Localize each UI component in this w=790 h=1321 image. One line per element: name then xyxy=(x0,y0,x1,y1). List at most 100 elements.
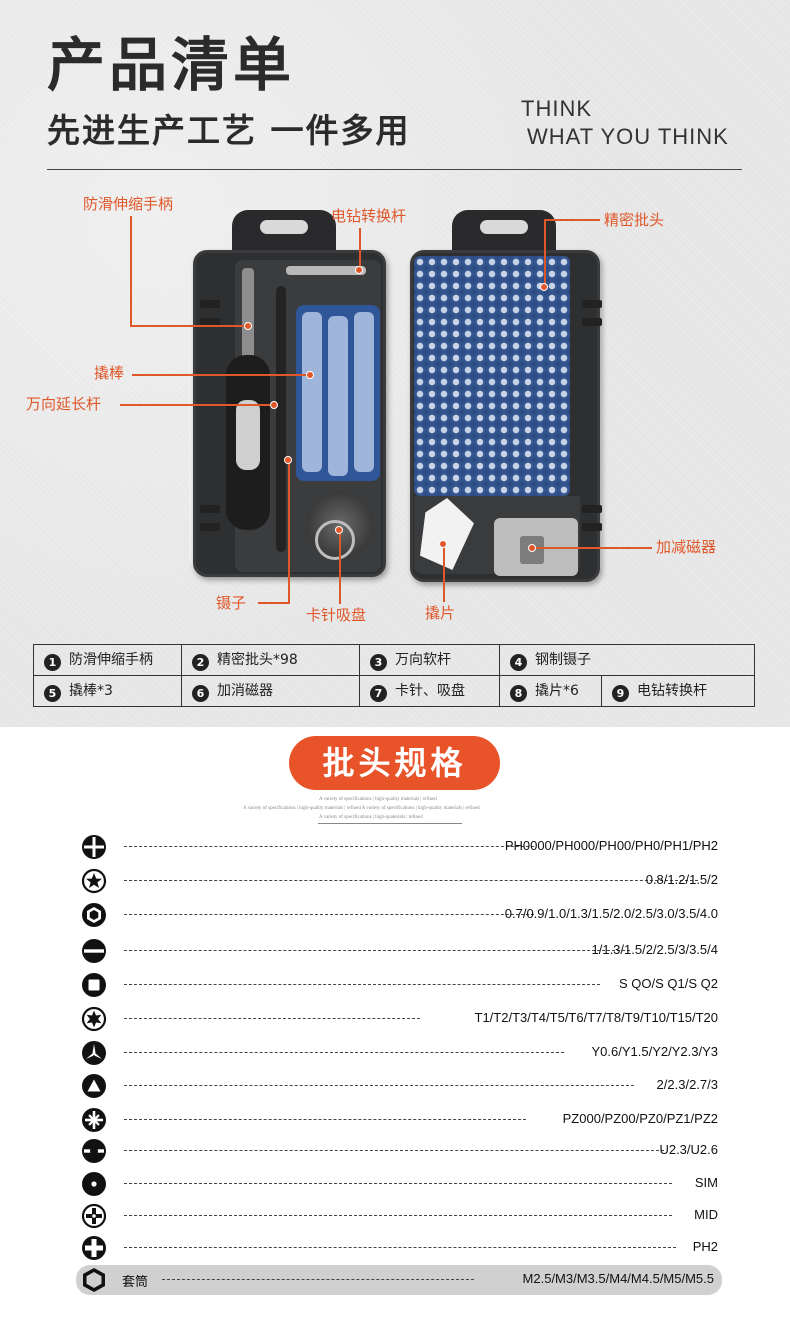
pentalobe-star-icon xyxy=(81,868,107,894)
triangle-icon xyxy=(82,1074,106,1098)
callout-handle: 防滑伸缩手柄 xyxy=(83,195,174,213)
leader-line xyxy=(124,846,534,847)
callout-dot xyxy=(306,371,314,379)
spec-row: Y0.6/Y1.5/Y2/Y2.3/Y3 xyxy=(78,1039,720,1067)
callout-drill-adapter: 电钻转换杆 xyxy=(331,207,407,225)
case-clip xyxy=(582,318,602,326)
leader-line xyxy=(124,1150,664,1151)
divider xyxy=(47,169,742,170)
spec-row: MID xyxy=(78,1202,720,1230)
spudger xyxy=(328,316,348,476)
spec-row: PH0000/PH000/PH00/PH0/PH1/PH2 xyxy=(78,833,720,861)
spec-row: 0.7/0.9/1.0/1.3/1.5/2.0/2.5/3.0/3.5/4.0 xyxy=(78,901,720,929)
callout-line xyxy=(359,228,361,270)
callout-demagnetizer: 加减磁器 xyxy=(656,538,717,556)
phillips-icon xyxy=(82,835,106,859)
number-badge: 9 xyxy=(612,685,629,702)
ph2-icon xyxy=(82,1236,106,1260)
part-label: 钢制镊子 xyxy=(535,652,591,668)
leader-line xyxy=(124,914,534,915)
number-badge: 4 xyxy=(510,654,527,671)
spec-row: 0.8/1.2/1.5/2 xyxy=(78,867,720,895)
spec-value: SIM xyxy=(694,1175,718,1190)
case-clip xyxy=(582,523,602,531)
callout-line xyxy=(130,216,132,326)
spec-value: 0.8/1.2/1.5/2 xyxy=(645,872,718,887)
slotted-icon xyxy=(82,939,106,963)
case-clip xyxy=(200,300,220,308)
callout-line xyxy=(544,219,546,285)
number-badge: 7 xyxy=(370,685,387,702)
bit-panel xyxy=(414,256,570,496)
table-cell: 3 万向软杆 xyxy=(359,644,500,676)
callout-dot xyxy=(270,401,278,409)
spec-value: 0.7/0.9/1.0/1.3/1.5/2.0/2.5/3.0/3.5/4.0 xyxy=(504,906,718,921)
drill-adapter xyxy=(286,266,366,275)
callout-line xyxy=(532,547,652,549)
leader-line xyxy=(124,950,630,951)
callout-sim-suction: 卡针吸盘 xyxy=(306,606,367,624)
case-clip xyxy=(200,318,220,326)
torx-icon xyxy=(81,1006,107,1032)
part-label: 加消磁器 xyxy=(217,683,273,699)
part-label: 防滑伸缩手柄 xyxy=(69,652,153,668)
leader-line xyxy=(124,1119,526,1120)
leader-line xyxy=(124,1018,420,1019)
spudger xyxy=(302,312,322,472)
number-badge: 2 xyxy=(192,654,209,671)
part-label: 电钻转换杆 xyxy=(637,683,707,699)
part-label: 撬片*6 xyxy=(535,683,579,699)
u-shape-icon xyxy=(82,1139,106,1163)
leader-line xyxy=(124,880,698,881)
callout-dot xyxy=(284,456,292,464)
number-badge: 6 xyxy=(192,685,209,702)
leader-line xyxy=(162,1279,474,1280)
leader-line xyxy=(124,1247,676,1248)
left-case-hanger xyxy=(232,210,336,252)
right-case-hanger xyxy=(452,210,556,252)
square-icon xyxy=(82,973,106,997)
callout-bits: 精密批头 xyxy=(604,211,665,229)
callout-dot xyxy=(244,322,252,330)
pozidriv-icon xyxy=(82,1108,106,1132)
leader-line xyxy=(124,1085,634,1086)
spec-value: U2.3/U2.6 xyxy=(659,1142,718,1157)
callout-dot xyxy=(528,544,536,552)
handle-grip xyxy=(236,400,260,470)
number-badge: 5 xyxy=(44,685,61,702)
spec-row: PH2 xyxy=(78,1234,720,1262)
mid-icon xyxy=(81,1203,107,1229)
fine-print: A variety of specifications | high-quali… xyxy=(319,797,437,802)
spec-value: PH2 xyxy=(692,1239,718,1254)
table-cell: 5 撬棒*3 xyxy=(33,675,182,707)
part-label: 万向软杆 xyxy=(395,652,451,668)
spec-value: T1/T2/T3/T4/T5/T6/T7/T8/T9/T10/T15/T20 xyxy=(474,1010,718,1025)
spec-value: M2.5/M3/M3.5/M4/M4.5/M5/M5.5 xyxy=(522,1271,714,1286)
spec-row: T1/T2/T3/T4/T5/T6/T7/T8/T9/T10/T15/T20 xyxy=(78,1005,720,1033)
spec-value: PH0000/PH000/PH00/PH0/PH1/PH2 xyxy=(504,838,718,853)
leader-line xyxy=(124,1215,672,1216)
page-title: 产品清单 xyxy=(47,31,296,99)
page-subtitle: 先进生产工艺 一件多用 xyxy=(47,111,411,150)
callout-line xyxy=(339,530,341,604)
part-label: 撬棒*3 xyxy=(69,683,113,699)
number-badge: 3 xyxy=(370,654,387,671)
callout-line xyxy=(443,544,445,602)
product-list-section: 产品清单 先进生产工艺 一件多用 THINK WHAT YOU THINK xyxy=(0,0,790,727)
socket-row: 套筒 M2.5/M3/M3.5/M4/M4.5/M5/M5.5 xyxy=(76,1265,722,1295)
callout-extension: 万向延长杆 xyxy=(26,395,102,413)
spudger xyxy=(354,312,374,472)
leader-line xyxy=(124,984,600,985)
spec-row: 1/1.3/1.5/2/2.5/3/3.5/4 xyxy=(78,937,720,965)
spec-value: PZ000/PZ00/PZ0/PZ1/PZ2 xyxy=(562,1111,718,1126)
table-cell: 6 加消磁器 xyxy=(181,675,360,707)
callout-pry-bar: 撬棒 xyxy=(94,364,125,382)
spec-value: 1/1.3/1.5/2/2.5/3/3.5/4 xyxy=(591,942,719,957)
spec-row: SIM xyxy=(78,1170,720,1198)
callout-line xyxy=(120,404,274,406)
